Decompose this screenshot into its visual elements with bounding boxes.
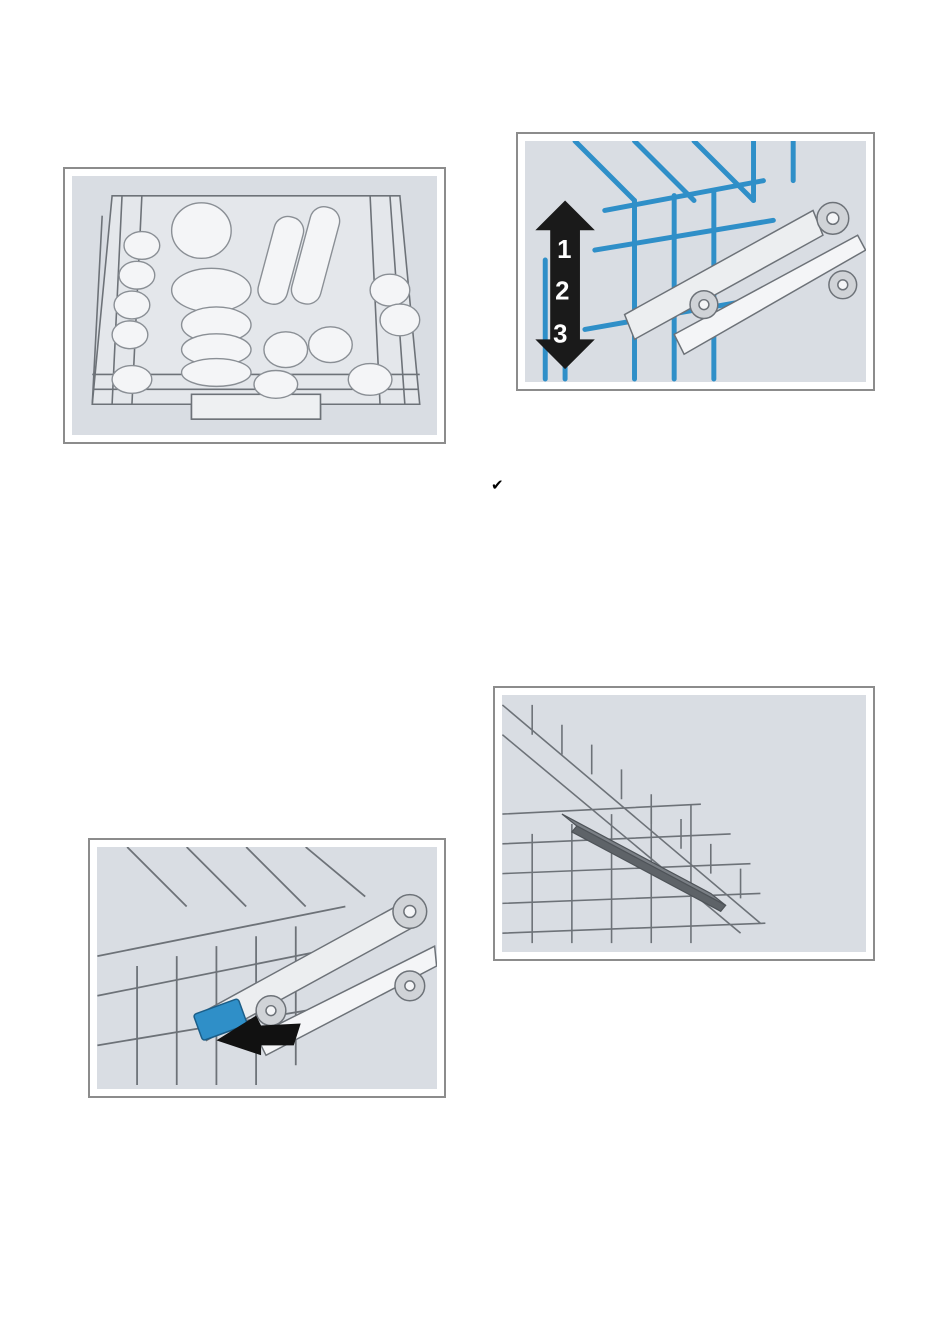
- rack-height-levels-drawing: 1 2 3: [525, 141, 866, 382]
- height-adjustment-illustration: 1 2 3: [525, 141, 866, 382]
- figure-release-lever: [88, 838, 446, 1098]
- figure-height-adjustment: 1 2 3: [516, 132, 875, 391]
- folding-tines-drawing: [502, 695, 866, 952]
- folding-rack-illustration: [502, 695, 866, 952]
- figure-loaded-basket: [63, 167, 446, 444]
- level-1-label: 1: [557, 236, 571, 264]
- release-lever-illustration: [97, 847, 437, 1089]
- basket-with-dishes-drawing: [72, 176, 437, 435]
- check-icon: ✔: [491, 476, 504, 494]
- figure-folding-rack: [493, 686, 875, 961]
- release-lever-drawing: [97, 847, 437, 1089]
- level-2-label: 2: [555, 278, 569, 306]
- loaded-basket-illustration: [72, 176, 437, 435]
- level-3-label: 3: [553, 320, 567, 348]
